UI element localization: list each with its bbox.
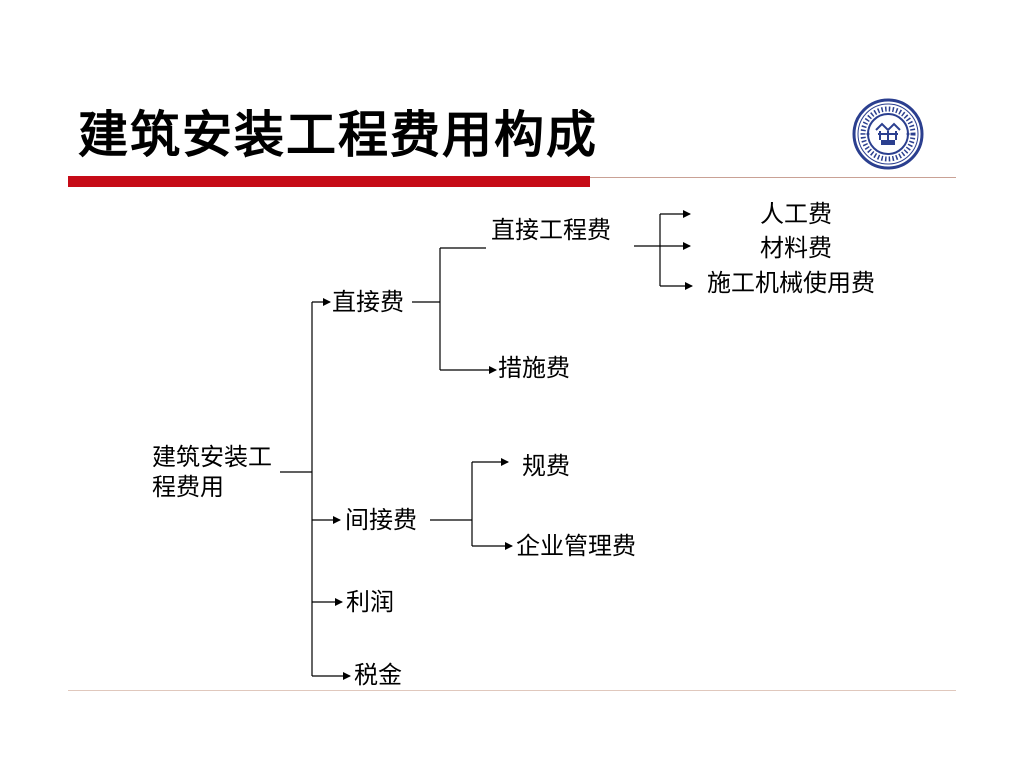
node-root: 建筑安装工程费用 bbox=[152, 443, 272, 501]
node-material-fee: 材料费 bbox=[760, 234, 832, 262]
node-regulatory-fee: 规费 bbox=[522, 452, 570, 480]
node-direct-fee: 直接费 bbox=[332, 288, 404, 316]
node-indirect-fee: 间接费 bbox=[345, 506, 417, 534]
node-labor-fee: 人工费 bbox=[760, 200, 832, 228]
footer-rule bbox=[68, 690, 956, 691]
title-accent-bar bbox=[68, 176, 590, 187]
node-machinery-fee: 施工机械使用费 bbox=[707, 269, 875, 297]
title-rule bbox=[590, 177, 956, 178]
node-measures-fee: 措施费 bbox=[498, 354, 570, 382]
university-seal-icon bbox=[852, 98, 924, 170]
slide-title: 建筑安装工程费用构成 bbox=[78, 105, 598, 164]
node-tax: 税金 bbox=[354, 661, 402, 689]
node-management-fee: 企业管理费 bbox=[516, 532, 636, 560]
node-direct-engineering-fee: 直接工程费 bbox=[491, 216, 611, 244]
node-profit: 利润 bbox=[346, 588, 394, 616]
